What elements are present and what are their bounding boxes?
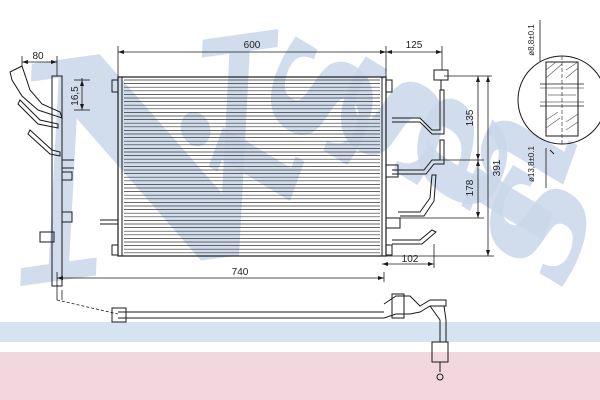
fitting-hatch bbox=[545, 61, 579, 131]
watermark-band-blue bbox=[0, 322, 600, 342]
core-fins bbox=[124, 79, 380, 254]
dim-side-offset: 80 bbox=[32, 51, 44, 62]
svg-text:N: N bbox=[0, 0, 321, 357]
dim-tab-height: 16,5 bbox=[70, 86, 81, 106]
bottom-view bbox=[111, 293, 449, 381]
fitting-small-diameter: ø8,8±0.1 bbox=[527, 24, 536, 56]
watermark-logo: N i s s e n s bbox=[0, 0, 600, 357]
condenser-core bbox=[117, 76, 387, 257]
fitting-large-diameter: ø13,8±0.1 bbox=[527, 145, 536, 182]
dim-total-height: 391 bbox=[492, 159, 503, 176]
watermark-band-pink bbox=[0, 352, 600, 400]
fitting-detail bbox=[517, 20, 600, 188]
right-bracket bbox=[385, 79, 401, 256]
left-bracket bbox=[100, 79, 119, 256]
dimension-lines bbox=[21, 46, 494, 315]
dim-top-section: 135 bbox=[465, 109, 476, 126]
outlet-pipe bbox=[392, 69, 449, 245]
dim-bottom-offset: 102 bbox=[402, 254, 419, 265]
dim-lower-section: 178 bbox=[465, 179, 476, 196]
dim-overall-length: 740 bbox=[232, 267, 249, 278]
dim-pipe-offset: 125 bbox=[406, 40, 423, 51]
dim-core-width: 600 bbox=[244, 40, 261, 51]
dimension-arrows bbox=[22, 50, 490, 280]
